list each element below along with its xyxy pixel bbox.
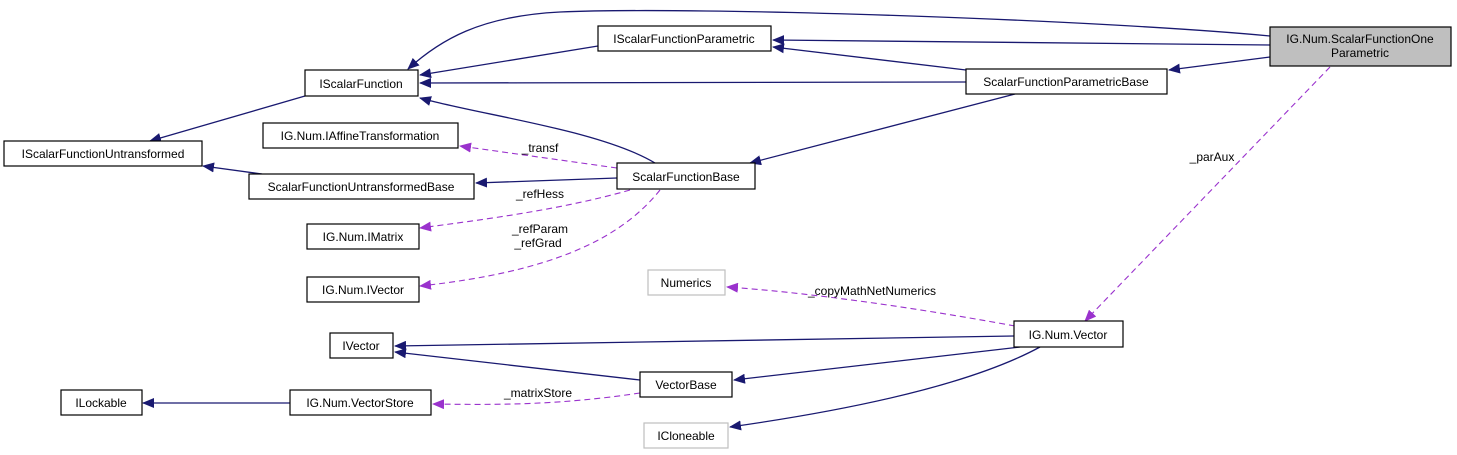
node-ivector[interactable]: IVector [329,332,394,359]
edge-main-to-iscalarfunction [407,9,1271,70]
edge-main-to-iscalarfunctionparametric [772,35,1271,46]
node-iscalarfunctionuntransformed[interactable]: IScalarFunctionUntransformed [3,140,203,167]
edge-main-to-vector [1084,66,1331,322]
edge-sfb-to-sfub [475,177,618,188]
edge-label-copymathnetnumerics: _copyMathNetNumerics [807,284,936,298]
node-scalarfunctionparametricbase[interactable]: ScalarFunctionParametricBase [965,68,1168,95]
node-vector[interactable]: IG.Num.Vector [1013,320,1124,348]
edge-label-matrixstore: _matrixStore [503,386,572,400]
node-iscalarfunctionparametric[interactable]: IScalarFunctionParametric [597,25,772,52]
node-numerics[interactable]: Numerics [647,269,726,296]
node-ilockable[interactable]: ILockable [60,389,143,416]
edge-vectorbase-to-vectorstore [432,392,641,410]
edge-label-refhess: _refHess [515,187,564,201]
node-scalarfunctionbase[interactable]: ScalarFunctionBase [616,162,756,190]
node-ig-ivector[interactable]: IG.Num.IVector [306,276,420,303]
node-iaffinetransformation[interactable]: IG.Num.IAffineTransformation [262,122,459,149]
node-label: ScalarFunctionUntransformedBase [268,180,455,194]
node-label: IScalarFunctionUntransformed [22,147,185,161]
node-vectorbase[interactable]: VectorBase [639,371,733,398]
node-label: Parametric [1331,46,1389,60]
edge-sfb-to-iscalarfunction [419,96,656,164]
node-label: IScalarFunction [319,77,402,91]
node-label: IG.Num.Vector [1029,328,1108,342]
edge-vector-to-vectorbase [733,346,1021,384]
edge-main-to-scalarfunctionparametricbase [1168,56,1271,74]
edge-label-refgrad: _refGrad [513,236,561,250]
node-vectorstore[interactable]: IG.Num.VectorStore [289,389,432,416]
edge-iscalarfunction-to-isfu [149,95,306,143]
edge-isfp-to-iscalarfunction [419,45,599,79]
node-label: IG.Num.VectorStore [306,396,414,410]
node-label: IG.Num.ScalarFunctionOne [1286,32,1434,46]
node-iscalarfunction[interactable]: IScalarFunction [304,69,419,97]
node-scalarfunctionuntransformedbase[interactable]: ScalarFunctionUntransformedBase [248,173,475,200]
node-label: IG.Num.IMatrix [323,230,404,244]
node-label: ScalarFunctionBase [632,170,740,184]
edge-sfub-to-isfu [202,162,263,175]
node-label: IG.Num.IVector [322,283,404,297]
node-imatrix[interactable]: IG.Num.IMatrix [306,223,420,250]
edge-sfb-to-iaffinetransformation [459,142,618,169]
node-label: ILockable [75,396,127,410]
node-label: IScalarFunctionParametric [613,32,754,46]
node-label: ICloneable [657,429,715,443]
edge-sfb-to-ig-ivector [419,189,661,290]
edge-vectorbase-to-ivector [394,348,641,381]
edge-label-transf: _transf [521,141,559,155]
edge-vector-to-ivector [394,335,1015,351]
node-label: ScalarFunctionParametricBase [983,75,1149,89]
edge-label-refparam: _refParam [511,222,568,236]
edge-sfpb-to-isfp [772,43,967,71]
edge-label-paraux: _parAux [1189,150,1235,164]
edge-vector-to-numerics [726,282,1016,327]
node-label: IG.Num.IAffineTransformation [281,129,440,143]
edge-sfb-to-imatrix [419,189,631,232]
node-icloneable[interactable]: ICloneable [643,422,729,449]
node-label: Numerics [661,276,712,290]
node-label: VectorBase [655,378,717,392]
edge-vector-to-icloneable [729,346,1041,431]
edge-sfpb-to-scalarfunctionbase [749,93,1016,166]
node-label: IVector [342,339,379,353]
edge-sfpb-to-iscalarfunction [419,77,967,88]
